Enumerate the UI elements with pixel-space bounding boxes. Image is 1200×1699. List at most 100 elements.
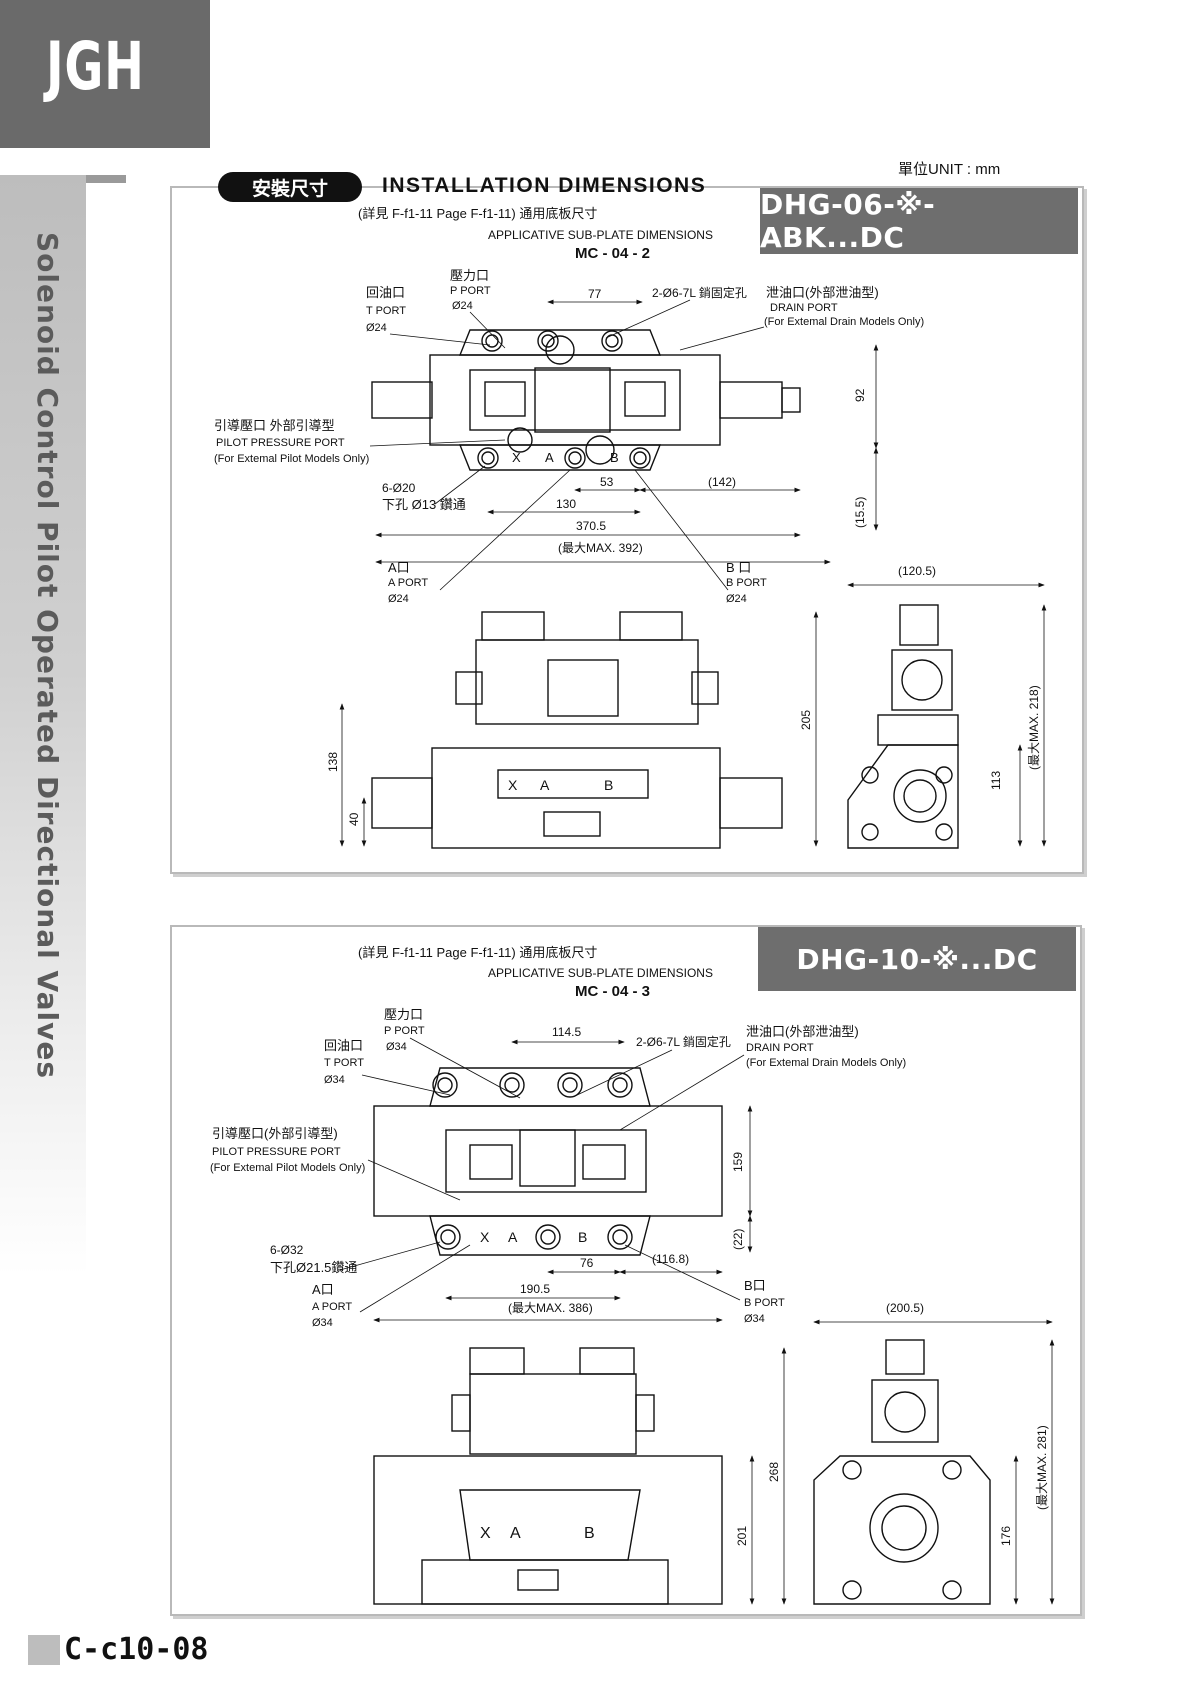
p2-t-port: T PORT (324, 1057, 364, 1069)
p1-subplate-en: APPLICATIVE SUB-PLATE DIMENSIONS (488, 228, 713, 242)
p2-pilot: PILOT PRESSURE PORT (212, 1146, 341, 1158)
p1-pilot-cn: 引導壓口 外部引導型 (214, 418, 335, 433)
p1-dim-370: 370.5 (576, 519, 606, 533)
p2-pilot-cn: 引導壓口(外部引導型) (212, 1126, 338, 1141)
p2-a-port: A PORT (312, 1301, 352, 1313)
p2-a-mark: A (508, 1229, 518, 1245)
p1-dim-120: (120.5) (898, 564, 936, 578)
p1-dim-142: (142) (708, 475, 736, 489)
p2-drain: DRAIN PORT (746, 1042, 814, 1054)
p2-dim-159: 159 (731, 1152, 745, 1172)
p2-dim-76: 76 (580, 1256, 594, 1270)
p1-t-port-cn: 回油口 (366, 285, 405, 300)
p2-pilot-note: (For Extemal Pilot Models Only) (210, 1162, 365, 1174)
p2-dim-200: (200.5) (886, 1301, 924, 1315)
p2-fv-a: A (510, 1525, 521, 1542)
p1-pin-holes: 2-Ø6-7L 銷固定孔 (652, 285, 747, 300)
p2-a-cn: A口 (312, 1282, 334, 1297)
p2-p-dia: Ø34 (386, 1041, 407, 1053)
p1-drain-note: (For Extemal Drain Models Only) (764, 316, 924, 328)
p2-dim-190: 190.5 (520, 1282, 550, 1296)
p1-dim-15: (15.5) (853, 497, 867, 528)
p2-p-port-cn: 壓力口 (384, 1007, 423, 1022)
p2-p-port: P PORT (384, 1025, 425, 1037)
p1-dim-53: 53 (600, 475, 614, 489)
p1-dim-40: 40 (347, 812, 361, 826)
unit-label: 單位UNIT : mm (898, 161, 1001, 178)
p1-holes: 6-Ø20 (382, 481, 416, 495)
model-tab-dhg-06: DHG-06-※-ABK...DC (760, 188, 1078, 254)
p1-dim-92: 92 (853, 388, 867, 402)
p2-t-dia: Ø34 (324, 1074, 345, 1086)
p1-dim-138: 138 (326, 752, 340, 772)
p1-dim-113: 113 (989, 771, 1003, 790)
p1-holes-cn: 下孔 Ø13 鑽通 (382, 497, 466, 512)
logo-block: JGH (0, 0, 210, 148)
p1-front-view (371, 611, 783, 849)
p2-b-port: B PORT (744, 1297, 785, 1309)
p1-dim-max: (最大MAX. 392) (558, 541, 643, 555)
p2-b-mark: B (578, 1229, 587, 1245)
page-number-marker (28, 1635, 60, 1665)
p2-dim-201: 201 (735, 1526, 749, 1546)
p1-drain: DRAIN PORT (770, 302, 838, 314)
p1-p-dia: Ø24 (452, 300, 473, 312)
p1-subplate-code: MC - 04 - 2 (575, 245, 650, 262)
p2-ref-line: (詳見 F-f1-11 Page F-f1-11) 通用底板尺寸 (358, 945, 597, 960)
p2-top-view (373, 1067, 723, 1256)
p2-dim-22: (22) (731, 1229, 745, 1250)
p2-drain-note: (For Extemal Drain Models Only) (746, 1057, 906, 1069)
p1-pilot-note: (For Extemal Pilot Models Only) (214, 453, 369, 465)
p1-dim-lines (375, 299, 879, 565)
p1-ref-line: (詳見 F-f1-11 Page F-f1-11) 通用底板尺寸 (358, 206, 597, 221)
p1-p-port: P PORT (450, 285, 491, 297)
p2-dim-max: (最大MAX. 386) (508, 1301, 593, 1315)
p2-dim-lines (373, 1039, 753, 1323)
p1-b-mark: B (610, 450, 619, 465)
p2-dim-116: (116.8) (652, 1252, 689, 1266)
p2-pin-holes: 2-Ø6-7L 銷固定孔 (636, 1034, 731, 1049)
p1-top-view (371, 329, 801, 471)
p2-side-view (813, 1339, 991, 1605)
page-number: C-c10-08 (64, 1632, 209, 1667)
p1-a-dia: Ø24 (388, 593, 409, 605)
p2-dim-268: 268 (767, 1462, 781, 1482)
p2-a-dia: Ø34 (312, 1317, 333, 1329)
p2-holes: 6-Ø32 (270, 1243, 304, 1257)
p1-a-mark: A (545, 450, 554, 465)
section-title: INSTALLATION DIMENSIONS (382, 174, 707, 197)
p2-drain-cn: 泄油口(外部泄油型) (746, 1024, 859, 1039)
p2-fv-b: B (584, 1525, 595, 1542)
p2-b-cn: B口 (744, 1278, 766, 1293)
p2-dim-281: (最大MAX. 281) (1035, 1425, 1049, 1510)
p1-fv-b: B (604, 777, 613, 793)
brand-logo: JGH (46, 28, 145, 105)
p2-subplate-code: MC - 04 - 3 (575, 983, 650, 1000)
p2-b-dia: Ø34 (744, 1313, 765, 1325)
p2-fv-x: X (480, 1525, 491, 1542)
p2-leaders (339, 1037, 745, 1313)
model-tab-dhg-10: DHG-10-※...DC (758, 927, 1076, 991)
p1-p-port-cn: 壓力口 (450, 268, 489, 283)
p2-dim-176: 176 (999, 1526, 1013, 1546)
p2-subplate-en: APPLICATIVE SUB-PLATE DIMENSIONS (488, 966, 713, 980)
p1-dim-130: 130 (556, 497, 576, 511)
section-badge: 安裝尺寸 (218, 172, 362, 202)
p1-b-port: B PORT (726, 577, 767, 589)
p1-fv-a: A (540, 777, 550, 793)
p2-front-dims (749, 1319, 1055, 1605)
p1-t-port: T PORT (366, 305, 406, 317)
p2-holes-cn: 下孔Ø21.5鑽通 (270, 1260, 357, 1275)
p2-x-mark: X (480, 1229, 490, 1245)
p1-side-view (847, 604, 959, 849)
p1-t-dia: Ø24 (366, 322, 387, 334)
p2-dim-114: 114.5 (552, 1025, 581, 1039)
p2-front-view (373, 1347, 723, 1605)
p1-pilot: PILOT PRESSURE PORT (216, 437, 345, 449)
p1-b-dia: Ø24 (726, 593, 747, 605)
p1-front-dims (339, 582, 1047, 847)
p1-a-port: A PORT (388, 577, 428, 589)
side-gradient-bar (0, 175, 86, 1275)
p2-t-port-cn: 回油口 (324, 1038, 363, 1053)
